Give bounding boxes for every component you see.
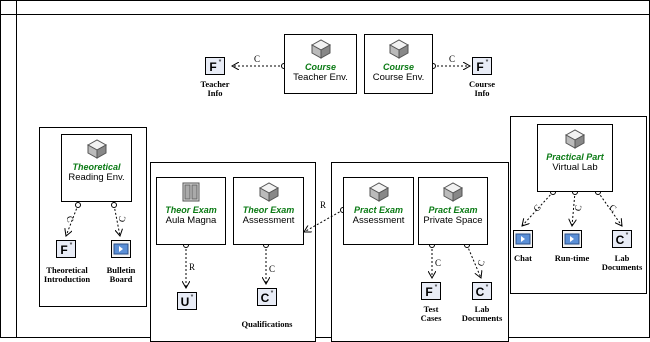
icon-letter: F	[425, 285, 432, 299]
node-pract-assessment[interactable]: Pract Exam Assessment	[343, 177, 414, 245]
node-stereotype: Theor Exam	[242, 205, 295, 215]
relation-label-c: C	[449, 54, 456, 64]
edge-assessment-link	[304, 209, 344, 232]
node-name: Reading Env.	[68, 172, 125, 183]
container-icon: C*	[612, 230, 632, 248]
icon-letter: F	[476, 60, 483, 74]
cube-icon	[442, 182, 464, 202]
file-icon: F*	[472, 57, 492, 75]
edge-run-time	[572, 191, 575, 226]
container-icon: C*	[257, 288, 277, 306]
cube-icon	[388, 39, 409, 59]
relation-label-r: R	[189, 262, 196, 272]
icon-letter: C	[476, 285, 485, 299]
node-course-env[interactable]: Course Course Env.	[364, 34, 433, 94]
cube-icon	[368, 182, 389, 202]
node-name: Assessment	[242, 215, 295, 226]
node-name: Virtual Lab	[552, 162, 598, 173]
label-run-time: Run-time	[554, 253, 590, 263]
node-name: Teacher Env.	[293, 72, 348, 83]
node-private-space[interactable]: Pract Exam Private Space	[418, 177, 488, 245]
file-icon: F*	[56, 240, 76, 258]
icon-letter: F	[209, 60, 216, 74]
door-icon	[182, 182, 200, 202]
label-teacher-info: Teacher Info	[200, 79, 230, 98]
cube-icon	[258, 182, 279, 202]
user-icon: U*	[177, 292, 197, 310]
icon-star: *	[219, 59, 222, 66]
label-lab-documents: Lab Documents	[461, 304, 503, 323]
file-icon: F*	[205, 57, 225, 75]
node-theor-assessment[interactable]: Theor Exam Assessment	[233, 177, 304, 245]
relation-label-r: R	[320, 200, 327, 210]
label-test-cases: Test Cases	[420, 304, 442, 323]
label-chat: Chat	[514, 253, 532, 263]
icon-star: *	[70, 242, 73, 249]
top-band	[0, 0, 650, 15]
icon-star: *	[271, 290, 274, 297]
node-name: Assessment	[352, 215, 405, 226]
icon-letter: C	[261, 291, 270, 305]
icon-star: *	[435, 284, 438, 291]
node-stereotype: Pract Exam	[353, 205, 404, 215]
edge-lab-documents-1	[466, 244, 481, 278]
cube-icon	[86, 139, 107, 159]
label-bulletin-board: Bulletin Board	[106, 265, 136, 284]
node-aula-magna[interactable]: Theor Exam Aula Magna	[156, 177, 226, 245]
edge-bulletin-board	[113, 204, 120, 236]
relation-label-c: C	[435, 258, 442, 268]
node-name: Course Env.	[372, 72, 425, 83]
label-theoretical-introduction: Theoretical Introduction	[43, 265, 91, 284]
cube-icon	[310, 39, 331, 59]
icon-letter: U	[181, 295, 190, 309]
node-virtual-lab[interactable]: Practical Part Virtual Lab	[537, 124, 613, 192]
node-stereotype: Pract Exam	[428, 205, 478, 215]
board-icon	[562, 230, 582, 248]
edge-theoretical-intro	[66, 204, 79, 236]
label-lab-documents: Lab Documents	[601, 253, 643, 272]
icon-letter: C	[616, 233, 625, 247]
icon-star: *	[486, 284, 489, 291]
edge-lab-documents-2	[597, 191, 622, 226]
node-stereotype: Course	[304, 62, 336, 72]
node-name: Private Space	[423, 215, 483, 226]
cube-icon	[564, 129, 586, 149]
node-name: Aula Magna	[165, 215, 217, 226]
icon-star: *	[191, 294, 194, 301]
node-reading-env[interactable]: Theoretical Reading Env.	[61, 134, 132, 202]
board-icon	[513, 230, 533, 248]
node-stereotype: Practical Part	[546, 152, 604, 162]
file-icon: F*	[421, 282, 441, 300]
icon-star: *	[626, 232, 629, 239]
node-stereotype: Theoretical	[72, 162, 121, 172]
container-icon: C*	[472, 282, 492, 300]
board-icon	[111, 240, 131, 258]
left-margin-line	[16, 0, 17, 338]
icon-letter: F	[60, 243, 67, 257]
icon-star: *	[486, 59, 489, 66]
label-qualifications: Qualifications	[241, 319, 293, 329]
label-course-info: Course Info	[469, 79, 495, 98]
node-teacher-env[interactable]: Course Teacher Env.	[284, 34, 357, 94]
relation-label-c: C	[254, 54, 261, 64]
node-stereotype: Course	[382, 62, 414, 72]
relation-label-c: C	[269, 264, 276, 274]
node-stereotype: Theor Exam	[165, 205, 217, 215]
